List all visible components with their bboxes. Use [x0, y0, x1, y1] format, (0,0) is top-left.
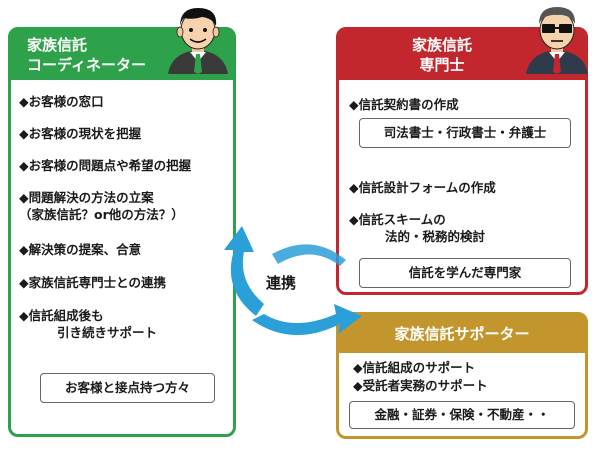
specialist-item: ◆信託スキームの 法的・税務的検討 — [349, 211, 485, 245]
coordinator-item: ◆問題解決の方法の立案 （家族信託？or他の方法？） — [19, 189, 184, 223]
specialist-item: ◆信託設計フォームの作成 — [349, 180, 496, 195]
specialist-title-line2: 専門士 — [419, 56, 465, 74]
specialist-box-experts: 信託を学んだ専門家 — [359, 258, 571, 288]
specialist-box-lawyers: 司法書士・行政書士・弁護士 — [359, 118, 571, 148]
coordinator-item: ◆信託組成後も 引き続きサポート — [19, 307, 157, 341]
coordinator-footer-box: お客様と接点持つ方々 — [40, 373, 215, 403]
coordinator-item: ◆家族信託専門士との連携 — [19, 274, 166, 291]
supporter-item: ◆信託組成のサポート — [353, 360, 476, 375]
coordinator-item: ◆解決策の提案、合意 — [19, 241, 141, 258]
coordinator-item-text: ◆お客様の窓口 — [19, 94, 104, 109]
coordinator-item-text: ◆解決策の提案、合意 — [19, 242, 142, 257]
coordinator-item: ◆お客様の問題点や希望の把握 — [19, 157, 191, 174]
coordinator-item: ◆お客様の現状を把握 — [19, 125, 141, 142]
coordinator-panel: 家族信託 コーディネーター ◆お客様の窓口 ◆お客様の現状を把握 ◆お客様の問題… — [8, 27, 236, 437]
coordinator-title-line1: 家族信託 — [27, 36, 88, 54]
cooperation-label: 連携 — [266, 274, 297, 292]
specialist-title-line1: 家族信託 — [411, 36, 472, 54]
coordinator-item-text: ◆問題解決の方法の立案 — [19, 190, 154, 205]
specialist-item-text: ◆信託スキームの — [349, 212, 446, 227]
coordinator-avatar-icon — [168, 8, 228, 74]
specialist-item-subtext: 法的・税務的検討 — [385, 229, 486, 244]
supporter-header: 家族信託サポーター — [339, 315, 585, 353]
coordinator-item-text: ◆家族信託専門士との連携 — [19, 275, 166, 290]
specialist-item: ◆信託契約書の作成 — [349, 97, 459, 112]
supporter-panel: 家族信託サポーター ◆信託組成のサポート ◆受託者実務のサポート 金融・証券・保… — [336, 312, 588, 439]
coordinator-item-text: ◆お客様の現状を把握 — [19, 126, 142, 141]
cooperation-cycle-arrows-icon — [224, 226, 362, 336]
coordinator-item-subtext: （家族信託？or他の方法？） — [19, 207, 184, 222]
supporter-item: ◆受託者実務のサポート — [353, 378, 488, 393]
coordinator-title-line2: コーディネーター — [27, 56, 146, 74]
coordinator-item-text: ◆お客様の問題点や希望の把握 — [19, 158, 192, 173]
specialist-avatar-icon — [526, 7, 588, 74]
coordinator-item-text: ◆信託組成後も — [19, 308, 104, 323]
coordinator-item-subtext: 引き続きサポート — [57, 325, 158, 340]
coordinator-item: ◆お客様の窓口 — [19, 93, 104, 110]
supporter-box: 金融・証券・保険・不動産・・ — [349, 401, 575, 429]
